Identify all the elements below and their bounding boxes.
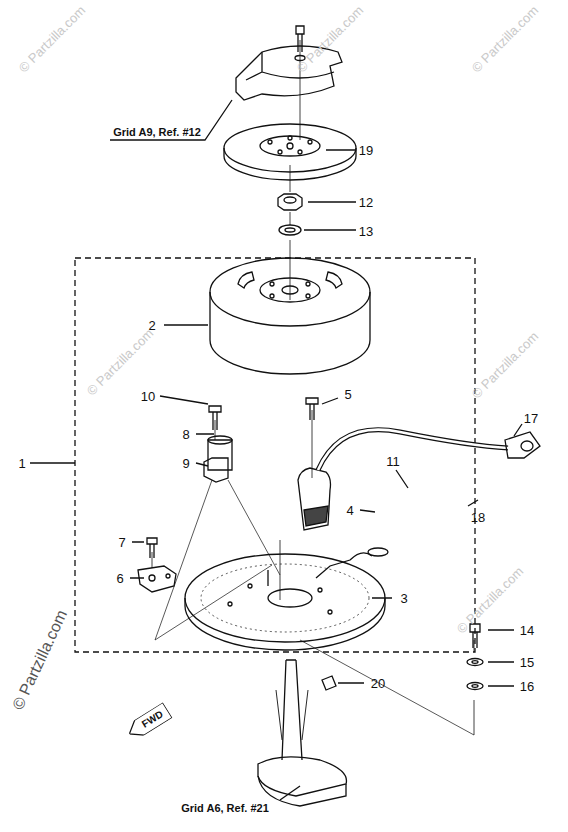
ignition-coil [298,398,540,530]
flywheel-nut [278,194,302,210]
watermark: © Partzilla.com [10,608,70,712]
watermark: © Partzilla.com [84,326,155,397]
woodruff-key [322,676,336,690]
grid-reference: Grid A6, Ref. #21 [181,803,269,814]
callout-number: 19 [359,144,373,157]
grid-reference: Grid A9, Ref. #12 [113,127,201,138]
callout-number: 7 [118,536,125,549]
screw-washers [467,624,483,690]
callout-number: 3 [400,592,407,605]
watermark: © Partzilla.com [454,564,525,635]
callout-number: 14 [520,624,534,637]
flywheel [210,258,370,374]
center-line [152,40,474,735]
callout-number: 8 [182,428,189,441]
callout-number: 17 [524,412,538,425]
pulley-disk [224,124,356,180]
callout-number: 9 [182,457,189,470]
watermark: © Partzilla.com [16,3,87,74]
callout-number: 5 [344,388,351,401]
leader-line [30,150,522,686]
lighting-coil [204,406,232,482]
crankshaft [258,660,346,806]
callout-number: 6 [116,572,123,585]
alignment-line [155,480,474,735]
callout-number: 1 [18,457,25,470]
callout-number: 18 [471,511,485,524]
stator-plate [185,548,388,650]
contact-breaker [138,538,176,592]
callout-number: 4 [346,504,353,517]
watermark: © Partzilla.com [294,3,365,74]
direction-arrow: FWD [124,703,172,742]
callout-number: 16 [520,680,534,693]
callout-number: 10 [141,390,155,403]
lock-washer [279,225,301,235]
assembly-box [75,258,475,652]
arrow-shape [124,703,172,742]
callout-number: 15 [520,656,534,669]
callout-number: 11 [386,455,400,468]
callout-number: 13 [359,225,373,238]
callout-number: 12 [359,196,373,209]
watermark: © Partzilla.com [469,329,540,400]
callout-number: 20 [371,677,385,690]
watermark: © Partzilla.com [469,3,540,74]
leader-line [110,100,232,140]
